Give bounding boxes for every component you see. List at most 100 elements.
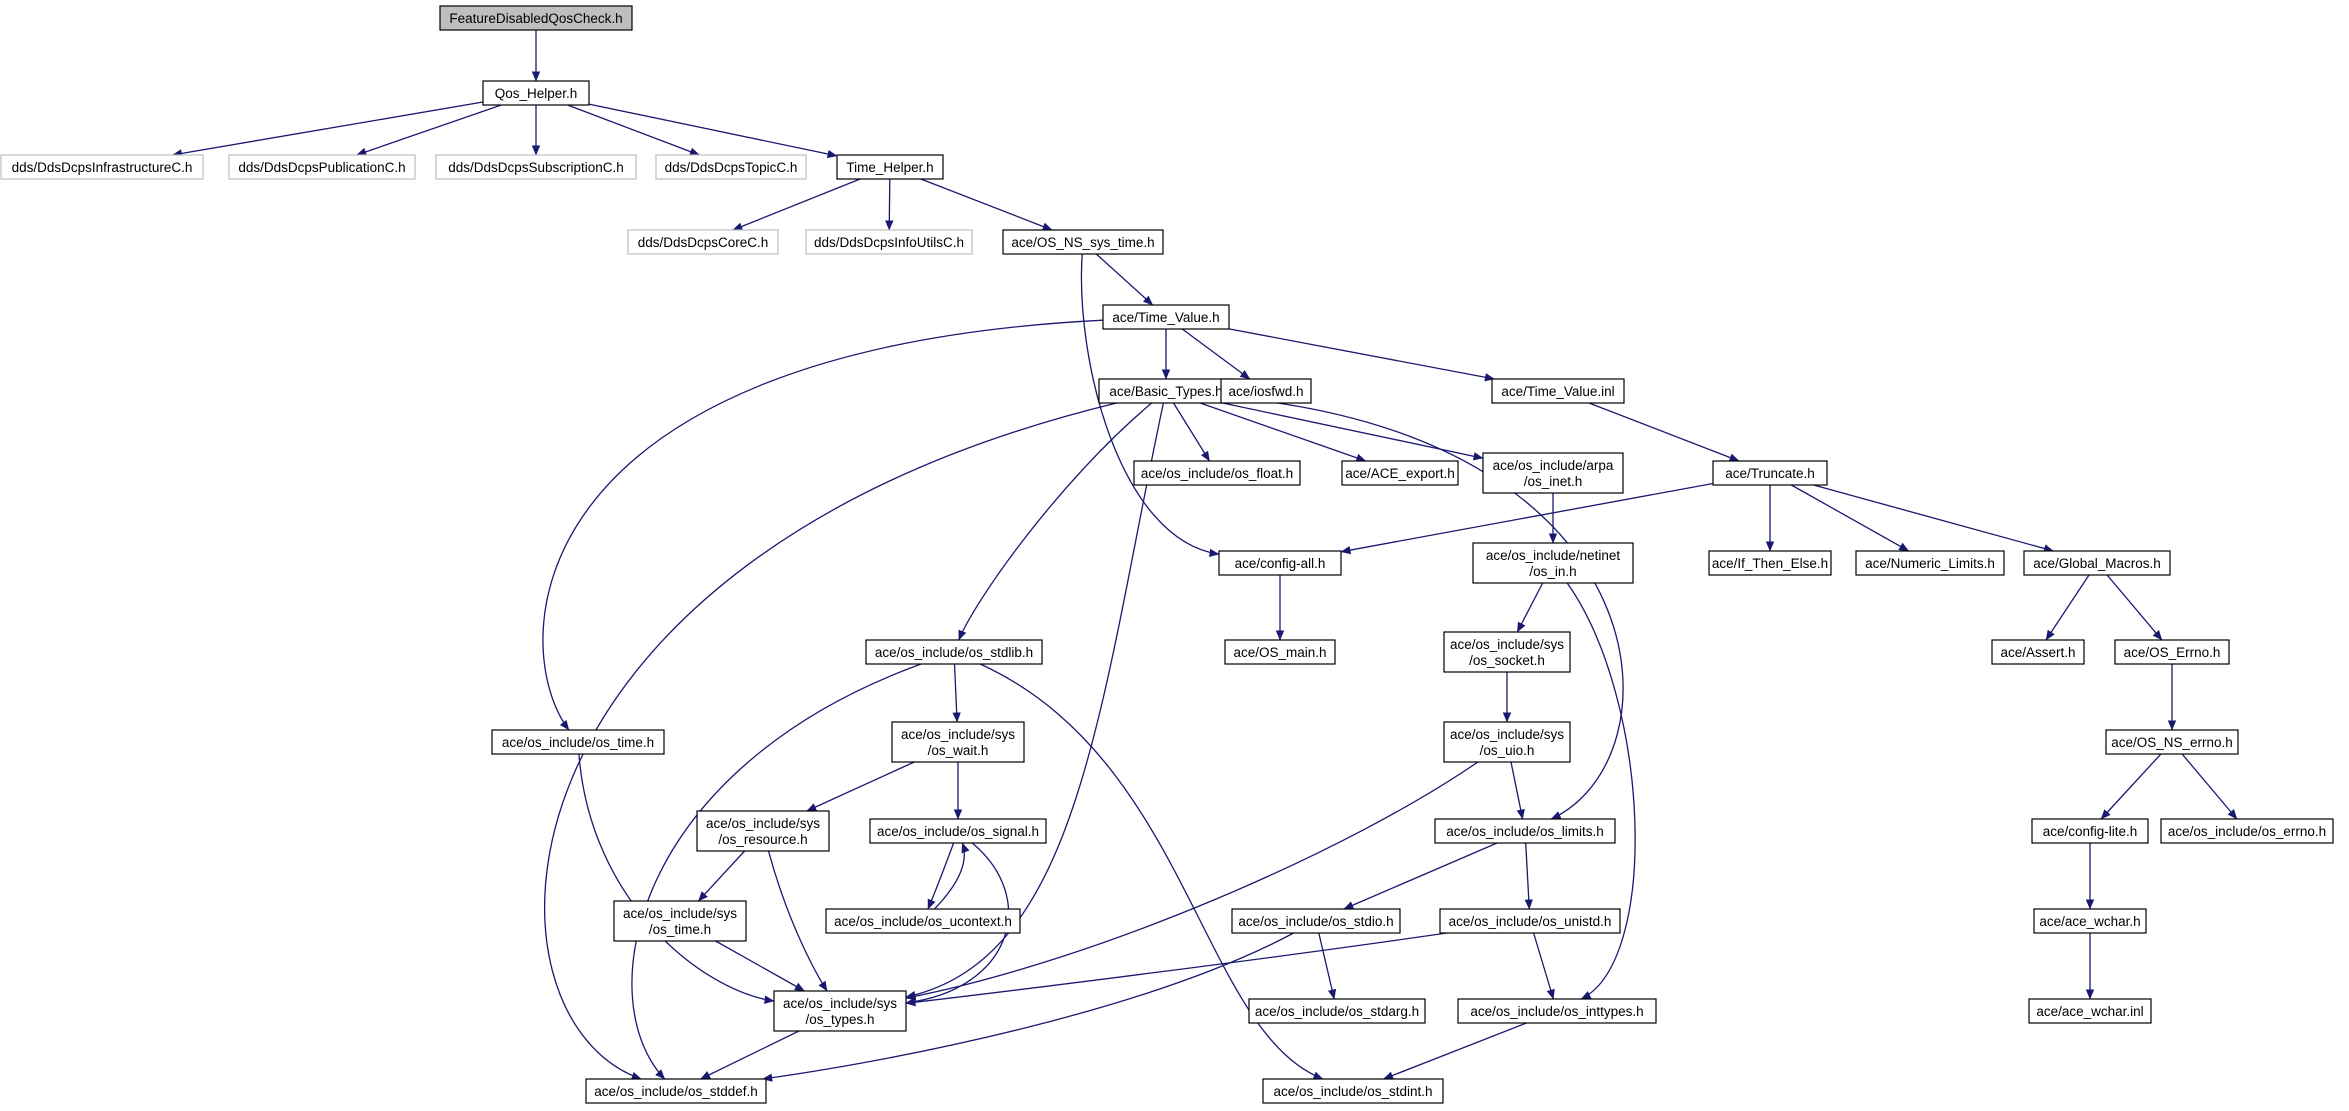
node-box (696, 810, 830, 852)
node-label: ace/Truncate.h (1725, 466, 1815, 481)
node-label: /os_wait.h (928, 743, 989, 758)
node-os-stdio[interactable]: ace/os_include/os_stdio.h (1231, 908, 1401, 934)
node-root[interactable]: FeatureDisabledQosCheck.h (439, 5, 633, 31)
node-if-then-else[interactable]: ace/If_Then_Else.h (1708, 550, 1832, 576)
node-box (805, 229, 973, 255)
node-box (491, 729, 665, 755)
node-label: ace/os_include/sys (783, 996, 897, 1011)
node-label: ace/os_include/sys (1450, 637, 1564, 652)
node-os-ns-errno[interactable]: ace/OS_NS_errno.h (2105, 729, 2239, 755)
node-os-errno-inc[interactable]: ace/os_include/os_errno.h (2160, 818, 2334, 844)
node-ace-export[interactable]: ace/ACE_export.h (1341, 460, 1459, 486)
edge-os_ucontext-to-os_signal (934, 842, 970, 910)
edge-time_helper-to-os_ns_sys_time (920, 178, 1053, 231)
node-box (836, 154, 944, 180)
node-os-uio[interactable]: ace/os_include/sys/os_uio.h (1443, 721, 1571, 763)
node-label: ace/os_include/os_errno.h (2168, 824, 2326, 839)
node-os-types[interactable]: ace/os_include/sys/os_types.h (773, 990, 907, 1032)
node-dds-infra: dds/DdsDcpsInfrastructureC.h (0, 154, 204, 180)
node-qos-helper[interactable]: Qos_Helper.h (482, 80, 590, 106)
node-label: dds/DdsDcpsCoreC.h (638, 235, 769, 250)
node-os-time[interactable]: ace/os_include/os_time.h (491, 729, 665, 755)
edge-basic_types-to-os_limits (1232, 396, 1624, 820)
node-box (2033, 908, 2147, 934)
edge-os_ns_sys_time-to-time_value (1095, 253, 1154, 306)
node-label: ace/If_Then_Else.h (1712, 556, 1828, 571)
node-config-all[interactable]: ace/config-all.h (1218, 550, 1342, 576)
edge-os_in-to-os_socket (1516, 582, 1544, 633)
node-os-stdlib[interactable]: ace/os_include/os_stdlib.h (865, 639, 1043, 665)
node-ace-wchar[interactable]: ace/ace_wchar.h (2033, 908, 2147, 934)
node-os-in[interactable]: ace/os_include/netinet/os_in.h (1472, 542, 1634, 584)
node-box (1220, 378, 1312, 404)
node-os-inttypes[interactable]: ace/os_include/os_inttypes.h (1457, 998, 1657, 1024)
node-box (891, 721, 1025, 763)
edge-basic_types-to-os_types (905, 402, 1165, 1000)
node-global-macros[interactable]: ace/Global_Macros.h (2023, 550, 2171, 576)
node-os-limits[interactable]: ace/os_include/os_limits.h (1434, 818, 1616, 844)
node-box (2023, 550, 2171, 576)
node-truncate[interactable]: ace/Truncate.h (1712, 460, 1828, 486)
node-label: ace/os_include/sys (706, 816, 820, 831)
node-os-ns-sys-time[interactable]: ace/OS_NS_sys_time.h (1002, 229, 1164, 255)
node-os-signal[interactable]: ace/os_include/os_signal.h (869, 818, 1047, 844)
node-iosfwd[interactable]: ace/iosfwd.h (1220, 378, 1312, 404)
edge-global_macros-to-os_errno_ace (2106, 574, 2163, 641)
node-dds-topic: dds/DdsDcpsTopicC.h (655, 154, 807, 180)
node-os-ucontext[interactable]: ace/os_include/os_ucontext.h (825, 908, 1021, 934)
node-label: ace/Time_Value.h (1112, 310, 1219, 325)
node-label: ace/ace_wchar.h (2039, 914, 2140, 929)
node-label: ace/os_include/os_limits.h (1446, 824, 1604, 839)
node-label: ace/os_include/os_stdint.h (1273, 1084, 1432, 1099)
edges-layer (171, 30, 2238, 1082)
node-label: ace/os_include/sys (623, 906, 737, 921)
node-time-helper[interactable]: Time_Helper.h (836, 154, 944, 180)
node-os-main[interactable]: ace/OS_main.h (1224, 639, 1336, 665)
edge-time_value_inl-to-truncate (1588, 402, 1740, 462)
edge-truncate-to-global_macros (1813, 484, 2054, 553)
node-label: /os_resource.h (718, 832, 807, 847)
node-time-value-inl[interactable]: ace/Time_Value.inl (1491, 378, 1625, 404)
node-basic-types[interactable]: ace/Basic_Types.h (1098, 378, 1234, 404)
node-numeric-limits[interactable]: ace/Numeric_Limits.h (1855, 550, 2005, 576)
edge-global_macros-to-assert (2045, 574, 2090, 641)
edge-os_stdlib-to-os_stddef (631, 663, 922, 1080)
edge-os_stdlib-to-os_stdint (979, 663, 1324, 1080)
edge-os_unistd-to-os_types (905, 932, 1447, 1007)
node-time-value[interactable]: ace/Time_Value.h (1102, 304, 1230, 330)
nodes-layer: FeatureDisabledQosCheck.hQos_Helper.hdds… (0, 5, 2334, 1104)
node-label: /os_types.h (805, 1012, 874, 1027)
edge-os_stdio-to-os_stdarg (1318, 932, 1337, 1000)
node-label: ace/config-lite.h (2043, 824, 2138, 839)
node-sys-os-time[interactable]: ace/os_include/sys/os_time.h (613, 900, 747, 942)
node-assert[interactable]: ace/Assert.h (1991, 639, 2085, 665)
node-box (1341, 460, 1459, 486)
node-os-unistd[interactable]: ace/os_include/os_unistd.h (1439, 908, 1621, 934)
edge-basic_types-to-os_float (1172, 402, 1211, 462)
edge-basic_types-to-ace_export (1199, 402, 1367, 462)
node-label: ace/iosfwd.h (1228, 384, 1303, 399)
node-os-float[interactable]: ace/os_include/os_float.h (1133, 460, 1301, 486)
node-os-inet[interactable]: ace/os_include/arpa/os_inet.h (1482, 452, 1624, 494)
edge-os_time-to-os_types (578, 753, 775, 1004)
edge-os_uio-to-os_types (905, 761, 1479, 1001)
edge-os_uio-to-os_limits (1510, 761, 1525, 820)
node-box (0, 154, 204, 180)
node-label: ace/os_include/os_time.h (502, 735, 654, 750)
node-config-lite[interactable]: ace/config-lite.h (2031, 818, 2149, 844)
node-ace-wchar-inl[interactable]: ace/ace_wchar.inl (2028, 998, 2152, 1024)
node-os-socket[interactable]: ace/os_include/sys/os_socket.h (1443, 631, 1571, 673)
node-os-resource[interactable]: ace/os_include/sys/os_resource.h (696, 810, 830, 852)
node-os-wait[interactable]: ace/os_include/sys/os_wait.h (891, 721, 1025, 763)
node-box (1434, 818, 1616, 844)
node-dds-core: dds/DdsDcpsCoreC.h (627, 229, 779, 255)
node-label: ace/Basic_Types.h (1109, 384, 1222, 399)
node-os-stdint[interactable]: ace/os_include/os_stdint.h (1262, 1078, 1444, 1104)
node-label: dds/DdsDcpsInfoUtilsC.h (814, 235, 964, 250)
node-os-stdarg[interactable]: ace/os_include/os_stdarg.h (1248, 998, 1426, 1024)
node-box (865, 639, 1043, 665)
node-os-errno-ace[interactable]: ace/OS_Errno.h (2114, 639, 2230, 665)
node-os-stddef[interactable]: ace/os_include/os_stddef.h (585, 1078, 767, 1104)
node-label: dds/DdsDcpsPublicationC.h (238, 160, 405, 175)
node-label: Qos_Helper.h (495, 86, 578, 101)
